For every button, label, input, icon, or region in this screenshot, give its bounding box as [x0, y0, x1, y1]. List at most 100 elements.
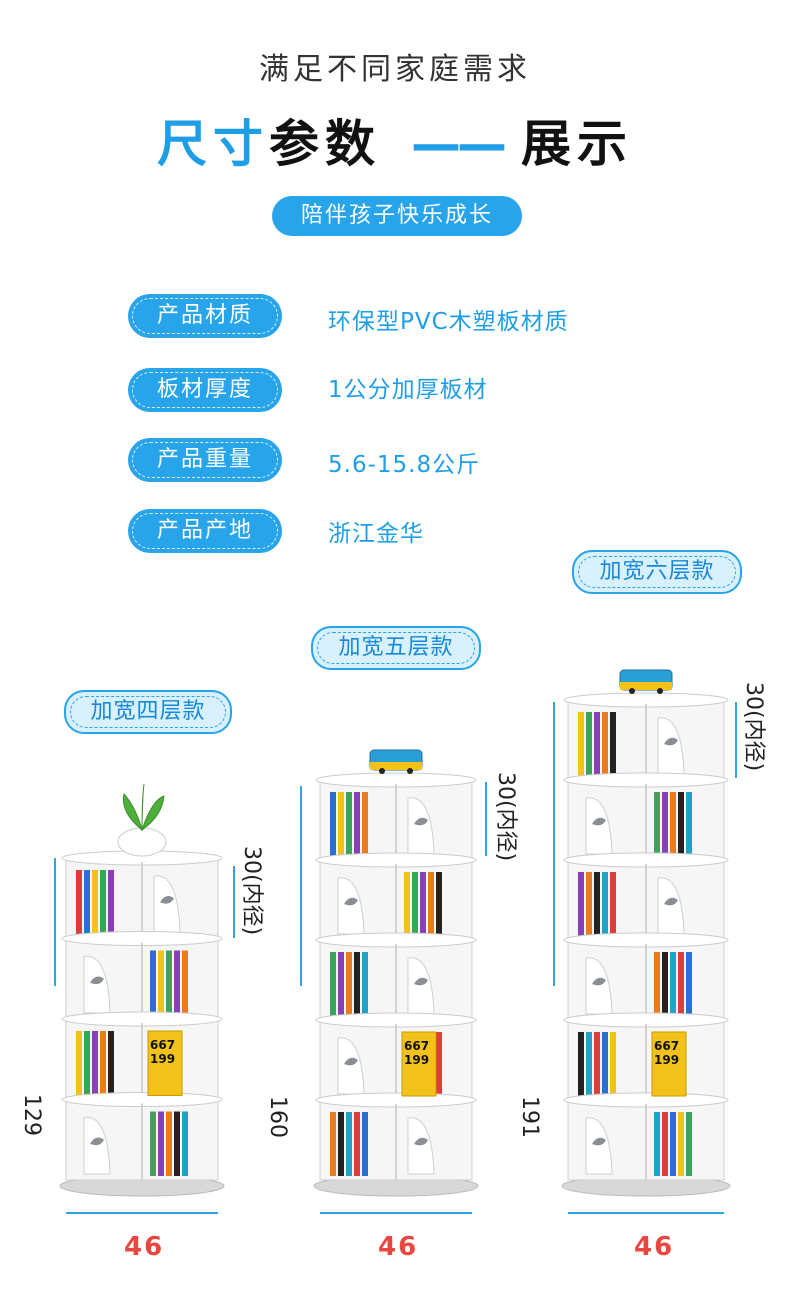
book [436, 1032, 442, 1096]
height-line-4-tier [54, 858, 56, 986]
book [420, 872, 426, 936]
book [662, 952, 668, 1016]
book [578, 872, 584, 936]
plant-icon [122, 783, 165, 832]
book [578, 1032, 584, 1096]
bookend [407, 957, 435, 1015]
book [662, 1112, 668, 1176]
height-label-6-tier: 191 [517, 1096, 542, 1138]
book [602, 1032, 608, 1096]
book [338, 1112, 344, 1176]
book [100, 870, 106, 935]
book [76, 870, 82, 935]
dolphin-icon [160, 896, 174, 904]
yellow-book [401, 1031, 437, 1097]
book [678, 792, 684, 856]
book [166, 1111, 172, 1176]
dolphin-icon [414, 817, 428, 826]
dolphin-icon [592, 817, 606, 826]
book [330, 952, 336, 1016]
spec-value-thickness: 1公分加厚板材 [328, 377, 488, 403]
book [412, 872, 418, 936]
bookend [585, 1117, 613, 1175]
book [610, 872, 616, 936]
spec-label-origin: 产品产地 [128, 509, 282, 553]
toy-bus-wheel [657, 688, 663, 694]
book [150, 1111, 156, 1176]
model-badge-6-tier: 加宽六层款 [572, 550, 742, 594]
dolphin-icon [344, 1057, 358, 1066]
book [678, 952, 684, 1016]
yellow-book [651, 1031, 687, 1097]
bookend [337, 1037, 365, 1095]
book [182, 1111, 188, 1176]
book [662, 792, 668, 856]
dolphin-icon [592, 977, 606, 986]
book [670, 792, 676, 856]
book [346, 1112, 352, 1176]
page-title: 尺寸参数——展示 [0, 104, 790, 176]
toy-bus-stripe [370, 762, 422, 770]
dolphin-icon [344, 897, 358, 906]
book [354, 952, 360, 1016]
book [100, 1031, 106, 1096]
spec-value-weight: 5.6-15.8公斤 [328, 452, 481, 478]
book [174, 1111, 180, 1176]
book [84, 1031, 90, 1096]
title-part1: 尺寸 [157, 115, 269, 173]
book [338, 952, 344, 1016]
book [686, 952, 692, 1016]
book [436, 872, 442, 936]
spec-label-thickness: 板材厚度 [128, 368, 282, 412]
book [594, 872, 600, 936]
book [330, 1112, 336, 1176]
dolphin-icon [592, 1137, 606, 1146]
yellow-book-text-top: 667 [404, 1039, 429, 1053]
book [678, 1112, 684, 1176]
width-line-6-tier [568, 1212, 724, 1214]
book [330, 792, 336, 856]
bookend [407, 797, 435, 855]
toy-bus-stripe [620, 682, 672, 690]
slogan-badge: 陪伴孩子快乐成长 [272, 196, 522, 236]
book [670, 1112, 676, 1176]
dolphin-icon [664, 897, 678, 906]
book [346, 792, 352, 856]
inner-label-5-tier: 30(内径) [493, 772, 518, 862]
book [150, 950, 156, 1015]
toy-bus-wheel [379, 768, 385, 774]
width-label-5-tier: 46 [378, 1232, 419, 1262]
book [654, 792, 660, 856]
book [404, 872, 410, 936]
model-badge-4-tier: 加宽四层款 [64, 690, 232, 734]
book [594, 712, 600, 776]
book [158, 1111, 164, 1176]
inner-line-5-tier [485, 782, 487, 856]
width-label-4-tier: 46 [124, 1232, 165, 1262]
height-label-5-tier: 160 [265, 1096, 290, 1138]
width-line-5-tier [320, 1212, 472, 1214]
title-dash: —— [411, 115, 507, 173]
book [602, 872, 608, 936]
dolphin-icon [90, 976, 104, 985]
height-label-4-tier: 129 [19, 1094, 44, 1136]
book [92, 870, 98, 935]
inner-line-6-tier [735, 702, 737, 778]
bookend [337, 877, 365, 935]
bookend [83, 1116, 111, 1175]
book [362, 792, 368, 856]
book [362, 952, 368, 1016]
book [362, 1112, 368, 1176]
width-label-6-tier: 46 [634, 1232, 675, 1262]
book [92, 1031, 98, 1096]
yellow-book-text-bottom: 199 [654, 1053, 679, 1067]
spec-label-weight: 产品重量 [128, 438, 282, 482]
subtitle: 满足不同家庭需求 [259, 52, 531, 87]
toy-bus-wheel [629, 688, 635, 694]
width-line-4-tier [66, 1212, 218, 1214]
book [578, 712, 584, 776]
inner-label-6-tier: 30(内径) [741, 682, 766, 772]
book [654, 1112, 660, 1176]
book [338, 792, 344, 856]
